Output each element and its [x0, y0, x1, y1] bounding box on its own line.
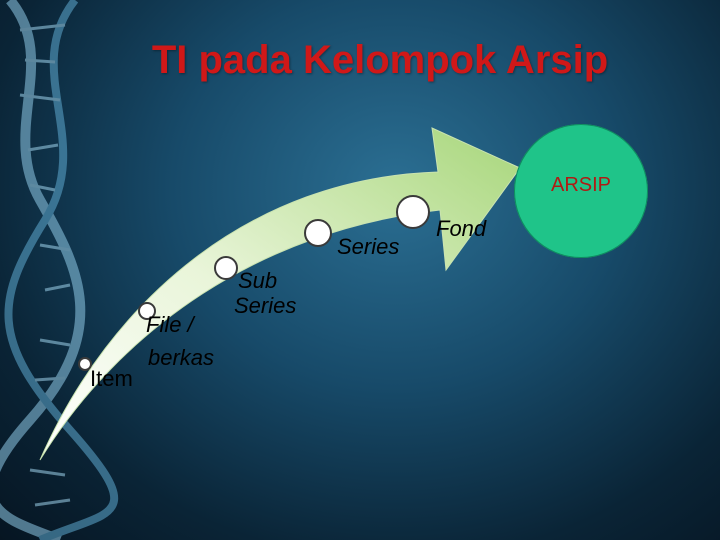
- slide-title: TI pada Kelompok Arsip: [151, 38, 609, 82]
- dna-strands: [0, 0, 119, 540]
- label-sub-series: Series: [234, 293, 297, 318]
- label-berkas: berkas: [148, 345, 215, 370]
- label-fond: Fond: [436, 216, 487, 241]
- node-item: [78, 357, 92, 371]
- node-series: [304, 219, 332, 247]
- label-sub: Sub: [238, 268, 278, 293]
- node-sub-series: [214, 256, 238, 280]
- label-item: Item: [90, 366, 133, 391]
- label-series: Series: [337, 234, 400, 259]
- label-file: File /: [146, 312, 194, 337]
- node-file-berkas: [138, 302, 156, 320]
- arsip-label: ARSIP: [550, 174, 612, 196]
- arsip-target-circle: ARSIP: [514, 124, 648, 258]
- node-fond: [396, 195, 430, 229]
